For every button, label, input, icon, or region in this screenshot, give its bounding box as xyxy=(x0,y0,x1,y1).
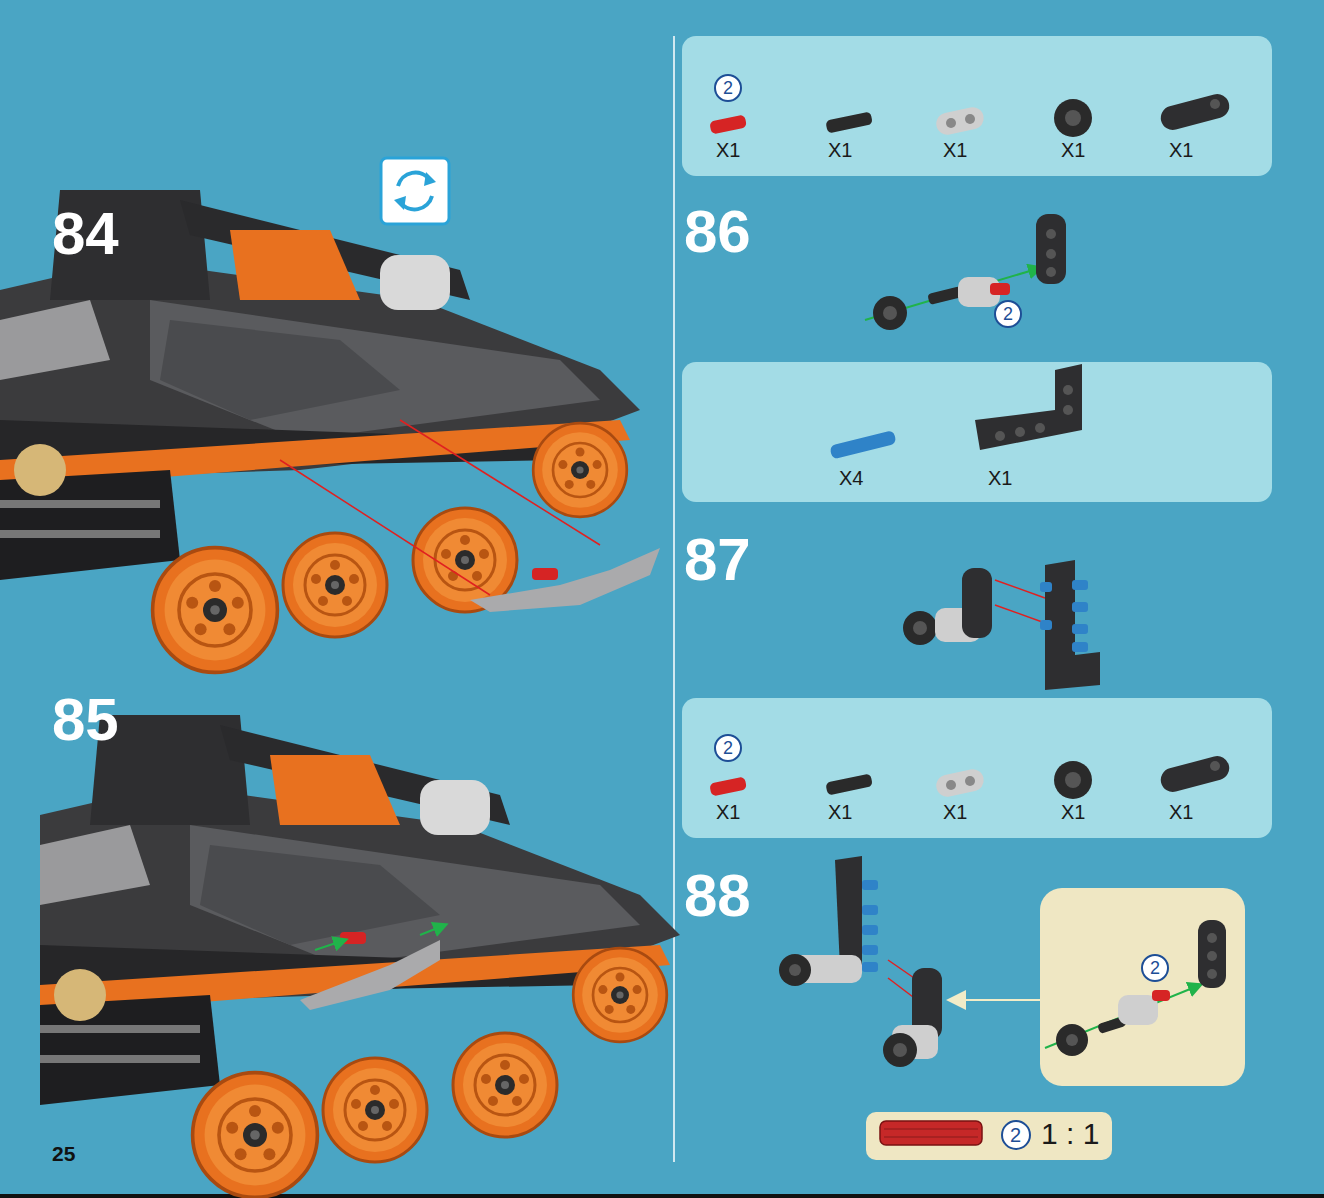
callout-number: 2 xyxy=(1150,959,1160,977)
parts-panel: X4 X1 xyxy=(682,362,1272,502)
quantity-text: X1 xyxy=(1169,802,1193,822)
step-number: 88 xyxy=(684,866,751,926)
quantity-text: 1 : 1 xyxy=(1041,1119,1099,1149)
quantity-text: X1 xyxy=(943,140,967,160)
callout-number: 2 xyxy=(723,79,733,97)
step-number: 84 xyxy=(52,204,119,264)
callout-circle: 2 xyxy=(994,300,1022,328)
callout-circle: 2 xyxy=(714,74,742,102)
quantity-text: X4 xyxy=(839,468,863,488)
parts-panel: 2X1 X1 X1 X1 X1 xyxy=(682,36,1272,176)
quantity-text: X1 xyxy=(716,802,740,822)
quantity-text: X1 xyxy=(1061,140,1085,160)
step-number: 85 xyxy=(52,690,119,750)
quantity-text: X1 xyxy=(828,140,852,160)
quantity-text: X1 xyxy=(943,802,967,822)
parts-panel: 2X1 X1 X1 X1 X1 xyxy=(682,698,1272,838)
step-number: 86 xyxy=(684,202,751,262)
callout-circle: 2 xyxy=(1141,954,1169,982)
quantity-text: X1 xyxy=(716,140,740,160)
callout-circle: 2 xyxy=(714,734,742,762)
callout-number: 2 xyxy=(1010,1125,1021,1145)
quantity-text: X1 xyxy=(1169,140,1193,160)
step-number: 87 xyxy=(684,530,751,590)
quantity-text: X1 xyxy=(988,468,1012,488)
page-number: 25 xyxy=(52,1143,75,1164)
quantity-text: X1 xyxy=(828,802,852,822)
scale-box: 2 1 : 1 xyxy=(866,1112,1112,1160)
quantity-text: X1 xyxy=(1061,802,1085,822)
callout-circle: 2 xyxy=(1001,1120,1031,1150)
callout-number: 2 xyxy=(723,739,733,757)
callout-number: 2 xyxy=(1003,305,1013,323)
